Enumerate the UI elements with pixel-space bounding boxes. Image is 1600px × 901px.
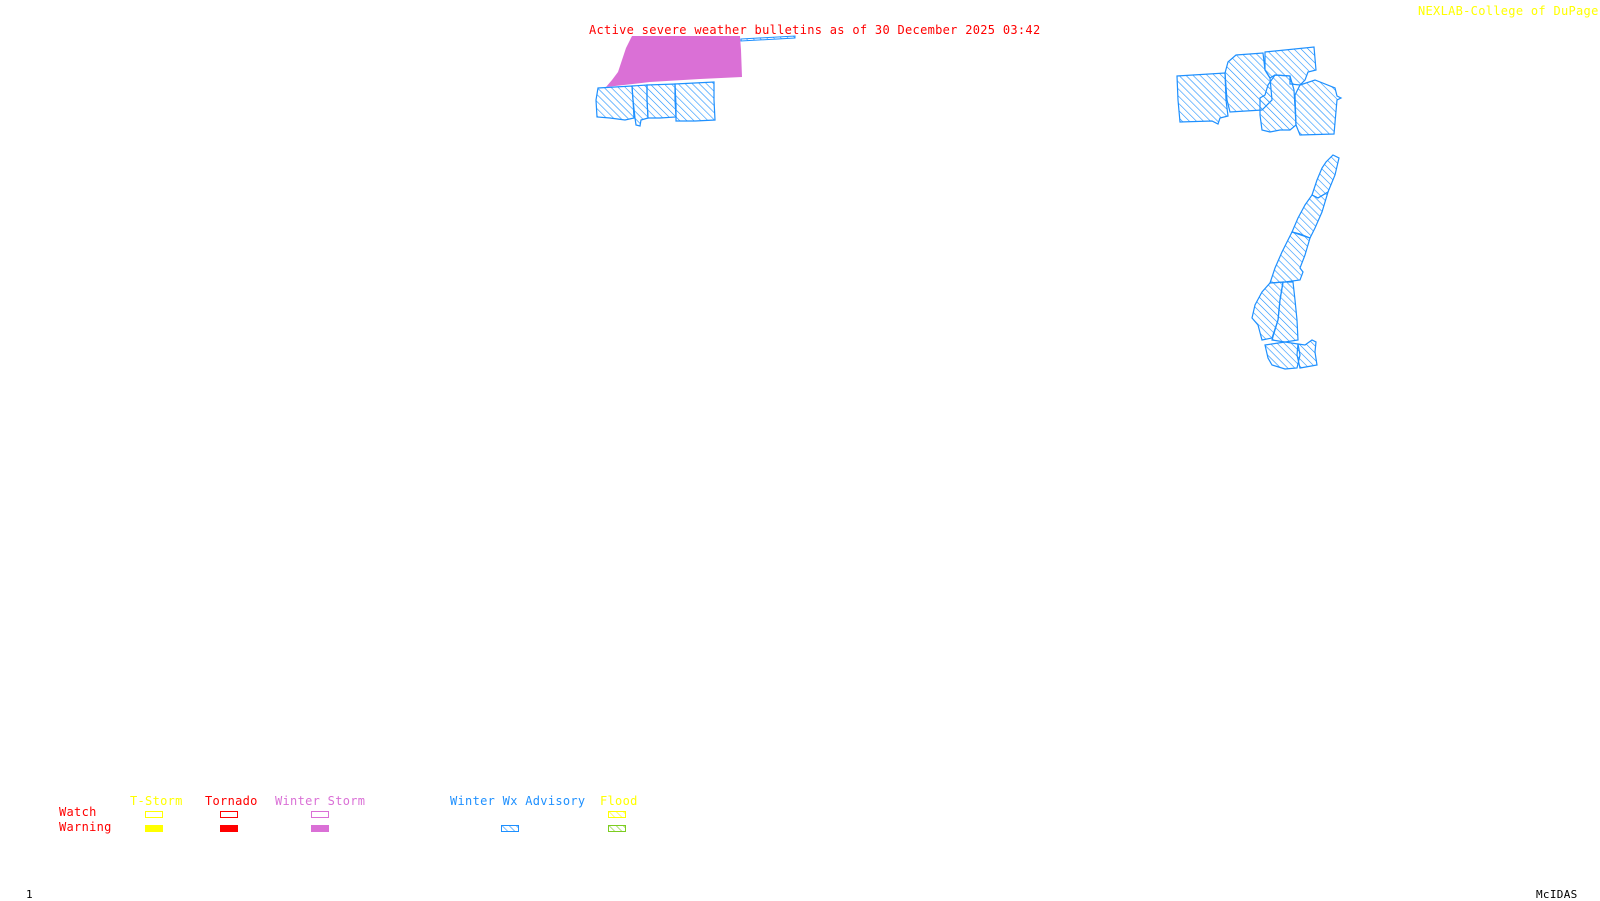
winter-advisory-cluster-northeast (1176, 46, 1343, 136)
county-polygon (1291, 190, 1330, 239)
flood-watch-swatch (608, 811, 626, 818)
winter-advisory-strip (740, 35, 796, 42)
county-polygon (1176, 72, 1229, 125)
software-label: McIDAS (1536, 888, 1578, 901)
county-polygon (1264, 341, 1301, 370)
flood-warning-swatch (608, 825, 626, 832)
credit-text: NEXLAB-College of DuPage (1418, 4, 1599, 18)
county-polygon (1271, 281, 1299, 343)
bulletin-title: Active severe weather bulletins as of 30… (589, 23, 1041, 37)
legend-header-flood: Flood (600, 794, 638, 808)
credit-label: NEXLAB-College of DuPage ↖ (1418, 5, 1600, 17)
winter-advisory-cluster-north-central (595, 81, 716, 127)
county-polygon (595, 85, 635, 121)
winter-storm-warning-swatch (311, 825, 329, 832)
winter-storm-watch-swatch (311, 811, 329, 818)
tstorm-watch-swatch (145, 811, 163, 818)
winter-advisory-cluster-appalachian (1251, 154, 1340, 370)
legend-header-tstorm: T-Storm (130, 794, 183, 808)
county-polygon (1259, 74, 1297, 133)
county-polygon (674, 81, 716, 122)
county-polygon (1311, 154, 1340, 199)
county-polygon (646, 83, 677, 119)
county-polygon (631, 84, 649, 127)
winter-storm-warning-region (606, 36, 742, 87)
county-polygon (1294, 79, 1343, 136)
tornado-warning-swatch (220, 825, 238, 832)
winter-wx-advisory-swatch (501, 825, 519, 832)
frame-number: 1 (26, 888, 33, 901)
county-polygon (1264, 46, 1317, 86)
legend-header-winter-storm: Winter Storm (275, 794, 366, 808)
legend-header-winter-wx-advisory: Winter Wx Advisory (450, 794, 586, 808)
legend-header-tornado: Tornado (205, 794, 258, 808)
county-polygon (1269, 231, 1311, 284)
legend-row-warning-label: Warning (59, 820, 112, 834)
county-polygon (1296, 339, 1318, 369)
legend-row-watch-label: Watch (59, 805, 97, 819)
tstorm-warning-swatch (145, 825, 163, 832)
tornado-watch-swatch (220, 811, 238, 818)
